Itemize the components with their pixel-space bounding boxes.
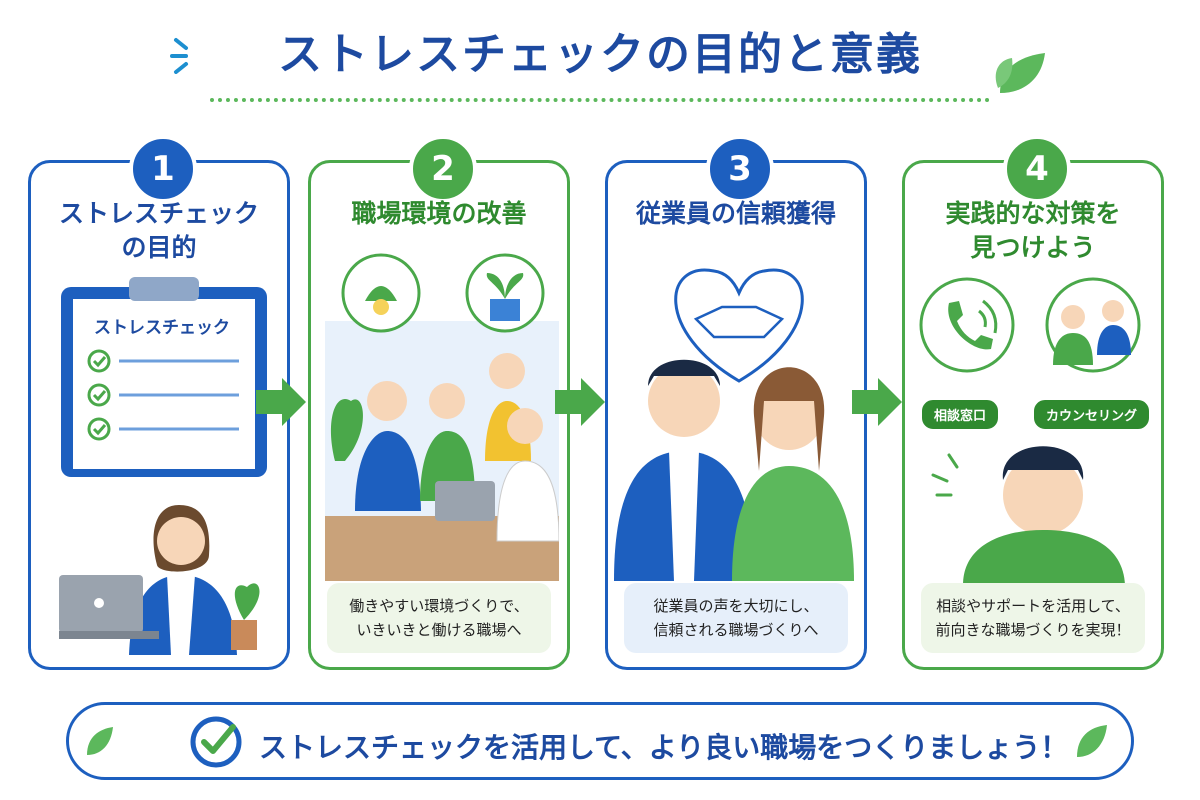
- step-number: 4: [1003, 135, 1071, 203]
- leaf-icon: [995, 53, 1045, 93]
- panel-environment: 2 職場環境の改善 働きやすい環境づくりで、 いきいきと働ける職場へ: [308, 135, 570, 670]
- office-illustration: [325, 253, 559, 581]
- arrow-right-icon: [852, 378, 902, 426]
- arrow-right-icon: [256, 378, 306, 426]
- leaf-icon: [87, 727, 113, 755]
- bottom-message: ストレスチェックを活用して、より良い職場をつくりましょう！: [259, 731, 1069, 764]
- header: ストレスチェックの目的と意義: [0, 18, 1200, 82]
- clipboard-illustration: [59, 277, 267, 655]
- panel-caption: 相談やサポートを活用して、 前向きな職場づくりを実現！: [921, 583, 1145, 653]
- panel-purpose: 1 ストレスチェック の目的 ストレスチェック: [28, 135, 290, 670]
- panel-caption: 働きやすい環境づくりで、 いきいきと働ける職場へ: [327, 583, 551, 653]
- panel-title: ストレスチェック の目的: [58, 199, 259, 262]
- step-number: 1: [129, 135, 197, 203]
- counseling-badge: カウンセリング: [1031, 397, 1153, 432]
- panel-title: 職場環境の改善: [351, 199, 527, 228]
- trust-illustration: [614, 268, 854, 581]
- sparkle-icon: [170, 38, 188, 74]
- panel-title: 実践的な対策を 見つけよう: [945, 199, 1121, 262]
- panel-caption: 従業員の声を大切にし、 信頼される職場づくりへ: [624, 583, 848, 653]
- step-number: 3: [706, 135, 774, 203]
- step-number: 2: [409, 135, 477, 203]
- panel-measures: 4 実践的な対策を 見つけよう 相談窓口 カウンセリング 相談やサポートを活用し…: [902, 135, 1164, 670]
- clipboard-label: ストレスチェック: [94, 318, 230, 338]
- panel-trust: 3 従業員の信頼獲得 従業員の声を大切にし、 信頼される職場づくりへ: [605, 135, 867, 670]
- panel-title: 従業員の信頼獲得: [635, 199, 836, 228]
- page-title: ストレスチェックの目的と意義: [278, 29, 922, 80]
- consult-desk-badge: 相談窓口: [919, 397, 1002, 432]
- title-divider: [210, 98, 990, 102]
- bottom-message-bar: ストレスチェックを活用して、より良い職場をつくりましょう！: [66, 702, 1134, 780]
- check-circle-icon: [190, 716, 242, 768]
- support-illustration: [919, 277, 1141, 585]
- leaf-icon: [1077, 725, 1107, 757]
- arrow-right-icon: [555, 378, 605, 426]
